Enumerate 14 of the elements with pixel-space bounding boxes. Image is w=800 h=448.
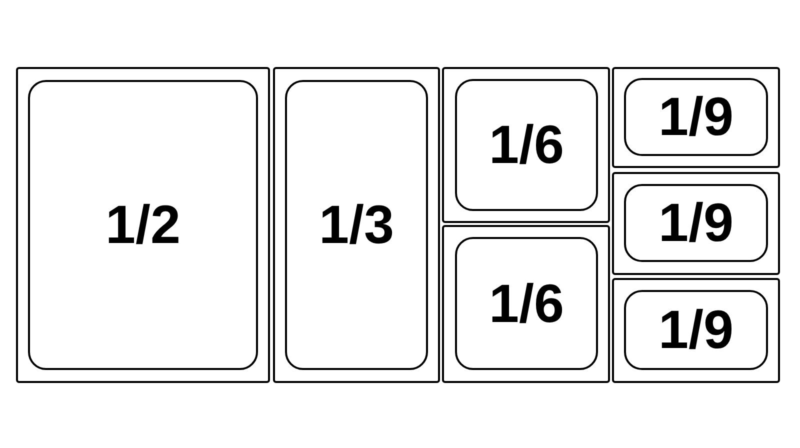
pan-size-label: 1/9 — [658, 303, 734, 357]
pan-frame — [16, 67, 270, 383]
pan-size-label: 1/9 — [658, 196, 734, 250]
pan-size-label: 1/6 — [488, 276, 564, 330]
pan-size-label: 1/6 — [488, 118, 564, 172]
pan-frame — [612, 67, 780, 168]
pan-frame — [612, 278, 780, 383]
pan-size-label: 1/3 — [318, 198, 394, 252]
pan-size-label: 1/9 — [658, 90, 734, 144]
pan-size-label: 1/2 — [105, 198, 181, 252]
pan-frame — [273, 67, 440, 383]
pan-frame — [442, 225, 610, 383]
pan-frame — [612, 172, 780, 275]
pan-frame — [442, 67, 610, 223]
